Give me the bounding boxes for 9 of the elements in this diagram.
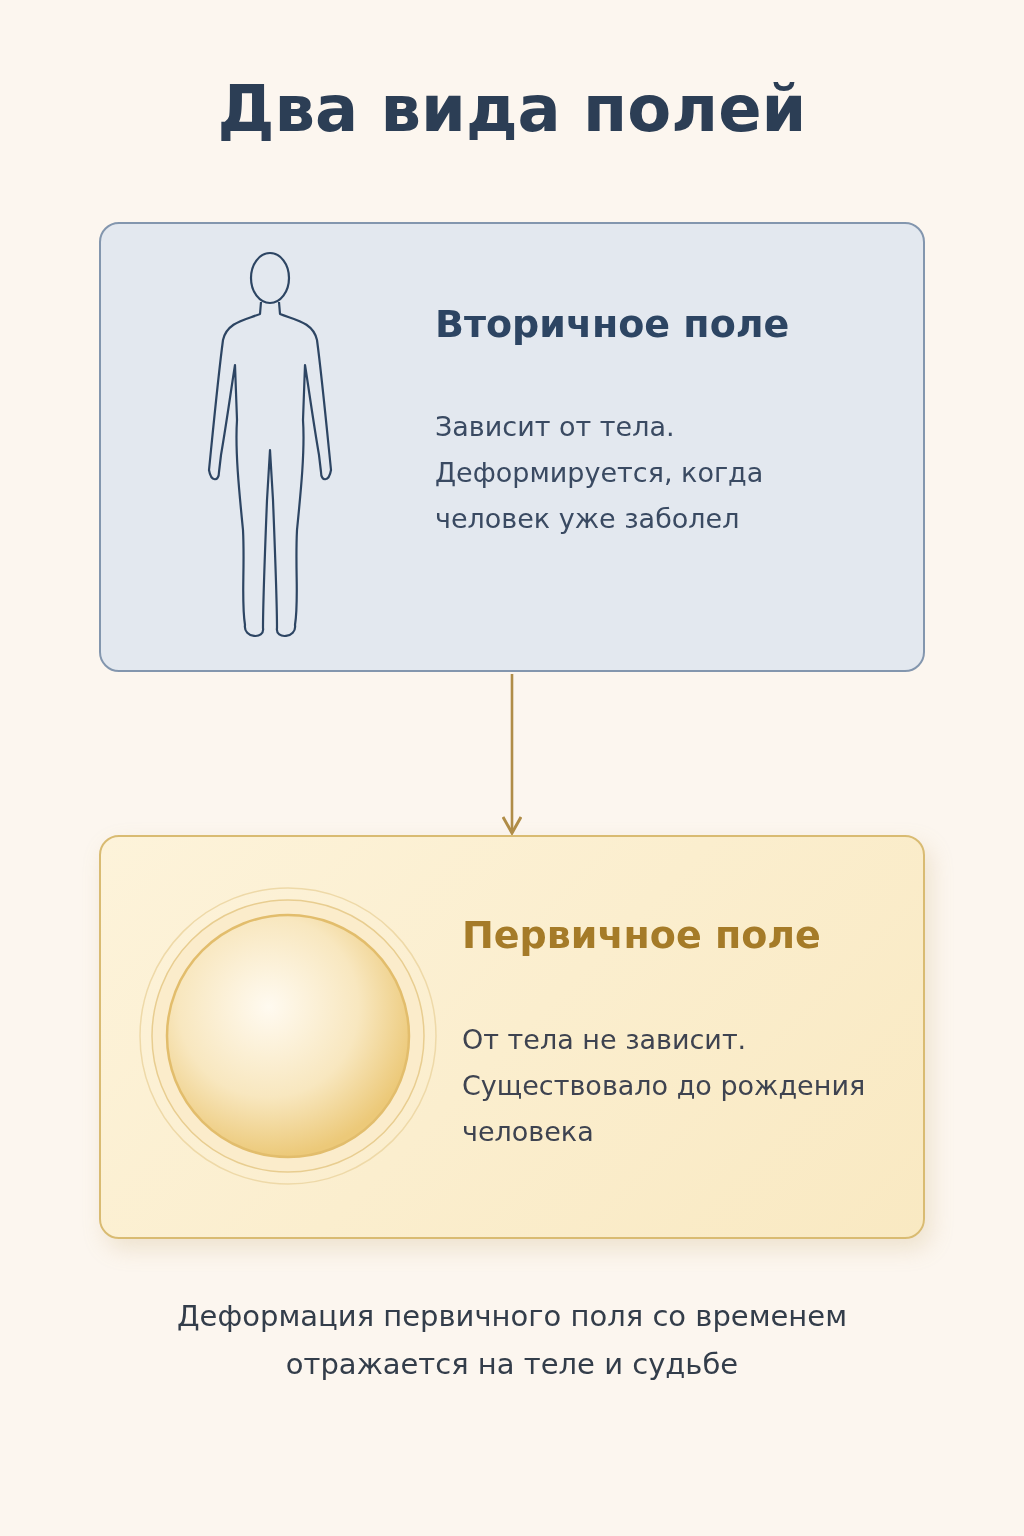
card-heading: Первичное поле [462,913,821,957]
diagram-title: Два вида полей [216,72,808,146]
info-card [99,222,925,672]
card-description: От тела не зависит. Существовало до рождения человека [462,1023,867,1149]
info-card [99,835,925,1239]
card-heading: Вторичное поле [435,302,790,346]
caption-text: Деформация первичного поля со временем отражается на теле и судьбе [175,1298,849,1383]
arrow [501,674,523,835]
card-description: Зависит от тела. Деформируется, когда человек уже заболел [435,410,765,536]
